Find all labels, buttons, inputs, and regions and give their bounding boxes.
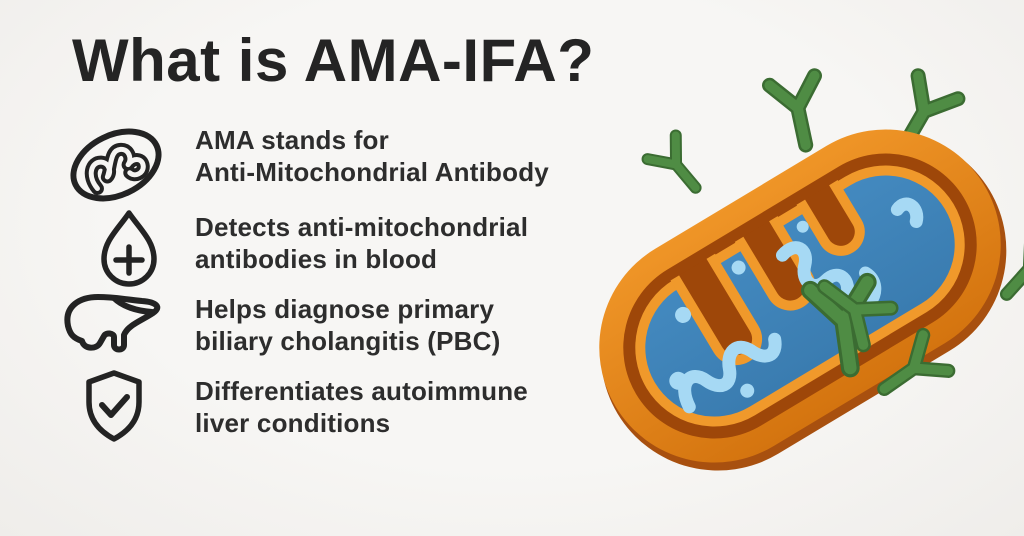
blood-drop-icon bbox=[101, 210, 157, 287]
fact-line: Helps diagnose primary bbox=[195, 294, 495, 324]
matrix-granule bbox=[675, 306, 692, 323]
matrix-granule bbox=[796, 220, 809, 233]
antibody-icon bbox=[641, 129, 702, 194]
page-title: What is AMA-IFA? bbox=[72, 27, 595, 94]
antibody-icon bbox=[762, 68, 823, 153]
antibody-icon bbox=[816, 279, 899, 353]
liver-icon bbox=[64, 294, 161, 353]
matrix-squiggle bbox=[678, 332, 782, 414]
fact-line: Differentiates autoimmune bbox=[195, 376, 528, 406]
matrix-granule bbox=[731, 260, 746, 275]
crista-fold bbox=[670, 253, 763, 366]
matrix-granule bbox=[669, 371, 688, 390]
matrix-squiggle bbox=[775, 241, 882, 317]
antibody-icon bbox=[999, 229, 1024, 301]
mitochondrion-body bbox=[599, 129, 1007, 471]
fact-line: Detects anti-mitochondrial bbox=[195, 212, 529, 242]
fact-line: liver conditions bbox=[195, 408, 391, 438]
matrix-granule bbox=[740, 383, 755, 398]
crista-fold bbox=[796, 180, 865, 256]
fact-line: biliary cholangitis (PBC) bbox=[195, 326, 501, 356]
shield-check-icon bbox=[86, 370, 142, 442]
fact-line: Anti-Mitochondrial Antibody bbox=[195, 157, 549, 187]
matrix-squiggle bbox=[890, 197, 924, 228]
mitochondria-icon bbox=[70, 128, 162, 202]
fact-line: antibodies in blood bbox=[195, 244, 438, 274]
antibody-icon bbox=[877, 327, 956, 397]
fact-line: AMA stands for bbox=[195, 125, 389, 155]
